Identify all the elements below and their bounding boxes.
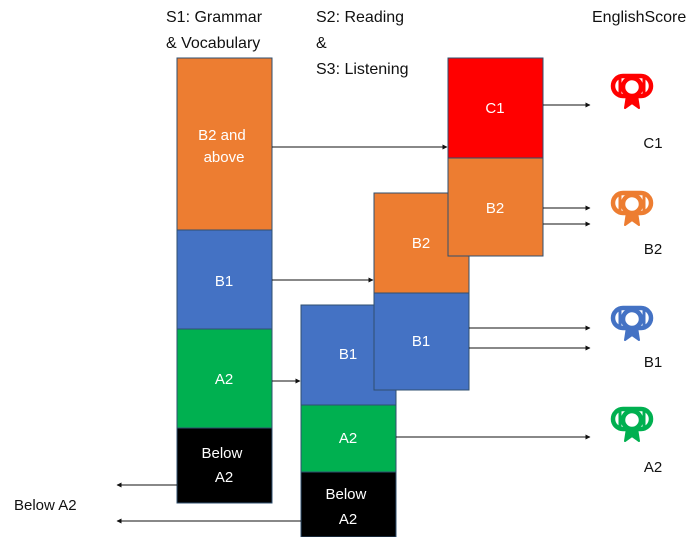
certificate-c1: C1 [613, 76, 663, 152]
s1-block-below-a2-label: Below A2 [201, 445, 246, 486]
s3-block-b2-label: B2 [412, 235, 430, 252]
s1-block-b1-label: B1 [215, 273, 233, 290]
s3-block-b1-label: B1 [412, 333, 430, 350]
s2-block-below-a2-label: Below A2 [325, 486, 370, 528]
certificate-icon [613, 193, 651, 225]
certificate-b2-label: B2 [644, 241, 662, 258]
s1-block-b1 [176, 229, 273, 330]
certificate-a2-label: A2 [644, 459, 662, 476]
s3-block-b1 [373, 292, 470, 391]
header-s1: S1: Grammar & Vocabulary [166, 9, 266, 52]
certificate-icon [613, 308, 651, 340]
certificate-c1-label: C1 [643, 135, 662, 152]
certificate-icon [613, 409, 651, 441]
s1-column: B2 and above B1 A2 Below A2 [176, 57, 273, 504]
s1-block-a2-label: A2 [215, 371, 233, 388]
s2-block-b1-label: B1 [339, 346, 357, 363]
s4-block-b2 [447, 157, 544, 257]
certificate-b1-label: B1 [644, 354, 662, 371]
certificate-b1: B1 [613, 308, 662, 371]
s1-block-b2-above [176, 57, 273, 231]
s1-block-b2-above-label: B2 and above [198, 127, 250, 166]
s4-block-b2-label: B2 [486, 200, 504, 217]
s4-block-c1-label: C1 [485, 100, 504, 117]
s2-block-a2-label: A2 [339, 430, 357, 447]
s4-column: C1 B2 [447, 57, 544, 257]
certificate-a2: A2 [613, 409, 662, 476]
s4-block-c1 [447, 57, 544, 159]
header-s2-s3: S2: Reading & S3: Listening [316, 9, 409, 78]
s2-block-below-a2 [300, 471, 397, 537]
s2-block-a2 [300, 404, 397, 473]
certificate-icon [613, 76, 651, 108]
outcome-below-a2: Below A2 [14, 497, 77, 514]
s1-block-a2 [176, 328, 273, 429]
certificate-b2: B2 [613, 193, 662, 258]
s1-block-below-a2 [176, 427, 273, 504]
connectors [116, 102, 591, 524]
header-englishscore: EnglishScore [592, 9, 686, 26]
